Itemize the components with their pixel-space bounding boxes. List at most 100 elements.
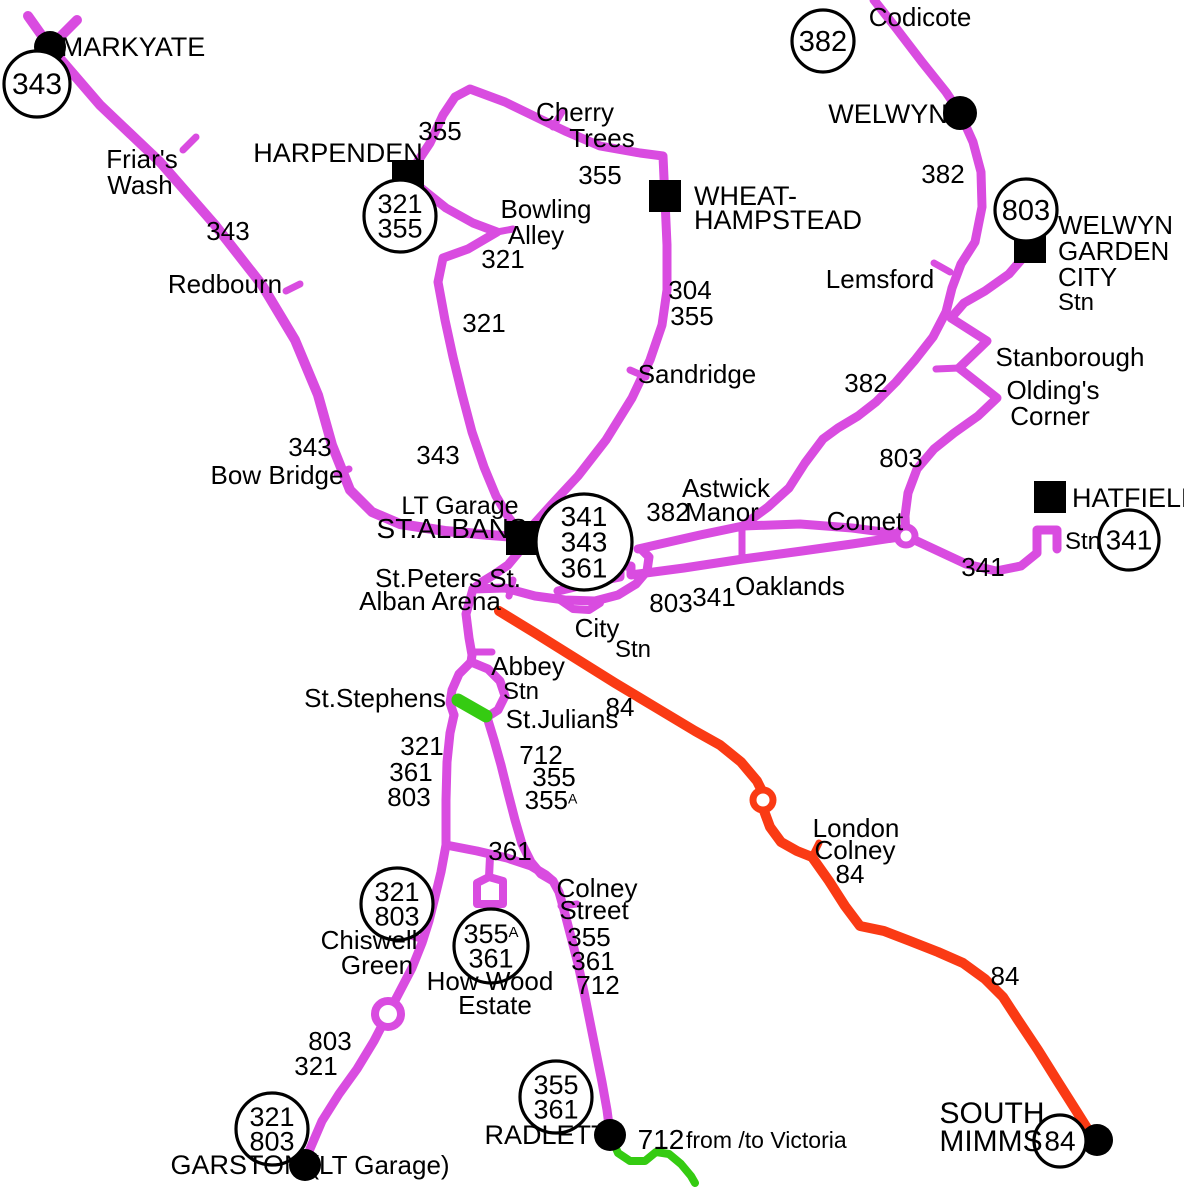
route-line-trunk-south-lower <box>441 710 459 850</box>
route-line-route-355-harpenden-loop <box>407 84 672 539</box>
map-label: Estate <box>458 990 532 1020</box>
route-line-abbey-balloon-east <box>466 657 510 722</box>
map-label: Stn <box>615 636 651 663</box>
map-label: Stanborough <box>996 342 1145 372</box>
map-label: Colney <box>815 835 896 865</box>
map-label: 355 <box>567 922 610 952</box>
route-line-tick-redbourn <box>282 280 304 295</box>
map-label: MARKYATE <box>61 32 206 62</box>
map-label: City <box>575 613 620 643</box>
badge-343-circle <box>2 49 72 119</box>
route-line-tick-friars-wash <box>179 133 200 154</box>
map-label: HAMPSTEAD <box>694 205 862 235</box>
map-label: Stn <box>1065 528 1101 555</box>
badge-321-803-garston-circle <box>234 1091 310 1167</box>
route-line-tick-stanborough <box>932 364 963 373</box>
map-label: 304 <box>668 275 711 305</box>
badge-341-hatfield-text: 341 <box>1106 525 1153 556</box>
badge-355a-361-text: 361 <box>468 944 513 974</box>
map-label: 361 <box>488 836 531 866</box>
route-line-tick-bowling-alley <box>493 225 517 236</box>
map-label: 321 <box>294 1051 337 1081</box>
map-label: Cherry <box>536 97 614 127</box>
map-label: Wash <box>107 170 173 200</box>
map-label: Stn <box>503 678 539 705</box>
badge-321-803-chiswell-text: 321 <box>374 877 419 907</box>
map-label: GARDEN <box>1058 236 1169 266</box>
map-label: GARSTON <box>170 1150 303 1180</box>
map-label: Corner <box>1010 401 1090 431</box>
badge-355a-361-circle <box>452 907 530 985</box>
badge-321-355-text: 321 <box>377 189 422 219</box>
route-line-tick-london-colney <box>808 839 823 861</box>
map-label: Lemsford <box>826 264 934 294</box>
map-label: Alban Arena <box>359 586 501 616</box>
route-line-route-712-st-stephens <box>451 693 493 723</box>
badge-382-text: 382 <box>799 26 847 58</box>
map-label: Chiswell <box>321 925 418 955</box>
map-label: SOUTH <box>940 1097 1045 1130</box>
map-label: 803 <box>308 1026 351 1056</box>
route-line-tick-cherry-trees <box>549 108 566 131</box>
map-label: 355 <box>670 301 713 331</box>
map-label: MIMMS <box>939 1125 1042 1158</box>
route-line-route-321-bowling-alley <box>411 179 524 536</box>
station-dot-south-mimms <box>1081 1124 1113 1156</box>
map-label: 382 <box>646 497 689 527</box>
badge-343-text: 343 <box>12 68 62 101</box>
badge-321-803-chiswell-text: 803 <box>374 902 419 932</box>
route-line-route-341-hatfield-stn <box>901 525 1062 576</box>
map-label: Olding's <box>1006 375 1099 405</box>
badge-84-circle <box>1032 1113 1088 1169</box>
badge-341-343-361-circle <box>534 492 634 592</box>
map-label: 382 <box>844 368 887 398</box>
badge-355a-361-text: 355A <box>463 919 518 949</box>
map-label: 321 <box>481 244 524 274</box>
map-label: Bow Bridge <box>211 460 344 490</box>
map-label: London <box>813 813 900 843</box>
map-label: 803 <box>387 782 430 812</box>
route-line-route-803-wgc-zigzag <box>900 247 1033 541</box>
route-line-route-712-radlett <box>608 1135 699 1187</box>
map-label: Manor <box>685 497 759 527</box>
route-line-tick-lemsford <box>930 259 954 276</box>
map-label: Alley <box>508 220 564 250</box>
map-label: 341 <box>692 582 735 612</box>
map-label: How Wood <box>427 966 554 996</box>
station-dot-radlett <box>594 1119 626 1151</box>
map-label: HATFIELD <box>1072 483 1184 513</box>
route-line-route-343-trunk <box>45 42 520 542</box>
map-label: 355A <box>525 785 578 815</box>
badge-321-803-garston-text: 803 <box>249 1127 294 1157</box>
map-label: 355 <box>578 160 621 190</box>
map-label: 361 <box>571 946 614 976</box>
map-label: 355 <box>418 116 461 146</box>
badge-355-361-radlett-circle <box>518 1059 594 1135</box>
map-label: from /to Victoria <box>686 1127 847 1153</box>
map-label: 321 <box>462 308 505 338</box>
map-label: LT Garage <box>401 492 518 520</box>
badge-321-355-text: 355 <box>377 214 422 244</box>
station-dot-welwyn <box>943 96 977 130</box>
map-label: WELWYN <box>1058 210 1173 240</box>
map-label: 803 <box>649 588 692 618</box>
map-label: Colney <box>557 873 638 903</box>
map-label: CITY <box>1058 262 1117 292</box>
map-label: 712 <box>519 740 562 770</box>
map-label: 321 <box>400 731 443 761</box>
map-label: 343 <box>416 440 459 470</box>
roundabout-roundabout-london-colney <box>749 786 777 814</box>
station-square-st-albans-garage <box>506 521 540 555</box>
badge-355-361-radlett-text: 355 <box>533 1070 578 1100</box>
map-label: Codicote <box>869 2 972 32</box>
map-label: Bowling <box>500 194 591 224</box>
map-label: ST.ALBANS <box>377 513 528 544</box>
map-label: 84 <box>606 692 635 722</box>
map-label: Astwick <box>682 473 771 503</box>
map-label: Comet <box>827 506 904 536</box>
map-label: Green <box>341 950 413 980</box>
map-label: 803 <box>879 443 922 473</box>
station-square-hatfield <box>1034 481 1066 513</box>
route-line-route-355-radlett <box>482 712 615 1138</box>
